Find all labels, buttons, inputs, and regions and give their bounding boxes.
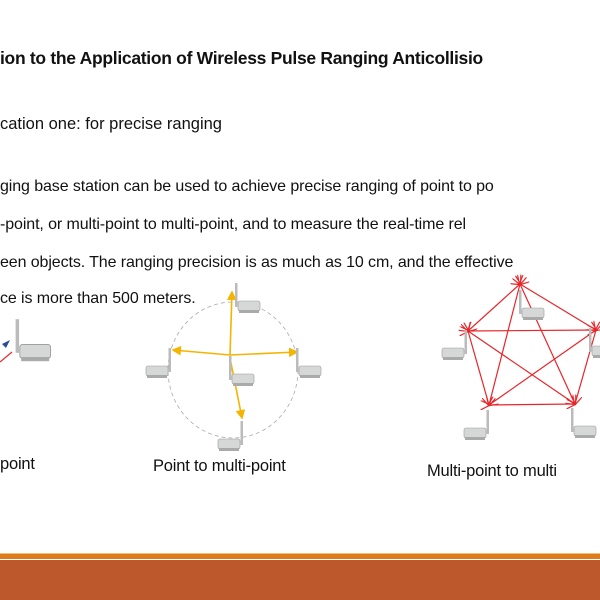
point-to-multipoint-diagram bbox=[145, 282, 322, 452]
ranging-device-icon bbox=[588, 327, 600, 359]
multipoint-to-multipoint-diagram bbox=[441, 284, 600, 441]
ranging-device-icon bbox=[463, 409, 490, 441]
ranging-link bbox=[468, 330, 596, 331]
ranging-link bbox=[468, 331, 575, 404]
ranging-device-icon bbox=[570, 407, 597, 439]
ranging-link bbox=[520, 284, 596, 330]
footer-stripe bbox=[0, 553, 600, 559]
slide-title: ion to the Application of Wireless Pulse… bbox=[0, 48, 483, 68]
ranging-device-icon bbox=[518, 289, 545, 321]
point-to-point-diagram bbox=[0, 318, 52, 363]
footer-band bbox=[0, 560, 600, 600]
ranging-device-icon bbox=[217, 420, 244, 452]
ranging-link bbox=[520, 284, 575, 404]
body-line-4: ce is more than 500 meters. bbox=[0, 290, 196, 307]
body-line-1: ging base station can be used to achieve… bbox=[0, 178, 494, 195]
caption-multipoint-to-multipoint: Multi-point to multi bbox=[427, 462, 557, 480]
caption-point-to-multipoint: Point to multi-point bbox=[153, 457, 286, 475]
caption-point-to-point: point bbox=[0, 455, 35, 473]
ranging-link bbox=[489, 404, 575, 405]
body-line-3: een objects. The ranging precision is as… bbox=[0, 254, 514, 271]
ranging-device-icon bbox=[441, 329, 468, 361]
ranging-device-icon bbox=[295, 347, 322, 379]
body-line-2: -point, or multi-point to multi-point, a… bbox=[0, 216, 466, 233]
ranging-device-icon bbox=[14, 318, 52, 362]
ranging-link bbox=[468, 331, 489, 405]
ranging-device-icon bbox=[145, 347, 172, 379]
ranging-link bbox=[575, 330, 596, 404]
ranging-link bbox=[468, 284, 520, 331]
section-heading: cation one: for precise ranging bbox=[0, 115, 222, 133]
ranging-device-icon bbox=[234, 282, 261, 314]
